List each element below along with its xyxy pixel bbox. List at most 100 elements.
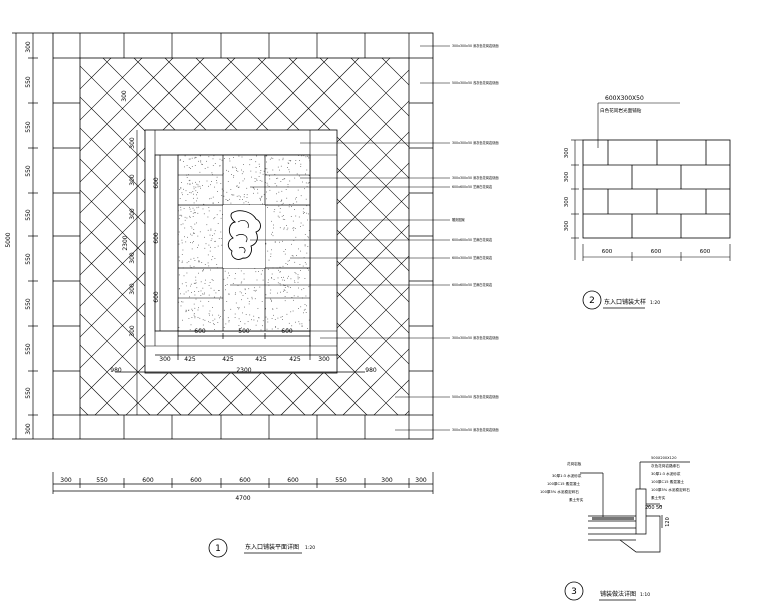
note-10: 500x300x50 浅灰色花岗岩烧面 xyxy=(452,394,499,399)
dim-inner2-0: 600 xyxy=(153,177,160,189)
detail-2-dim-left-1: 300 xyxy=(564,171,570,182)
diagonal-paving-pattern xyxy=(80,58,409,415)
dim-center-0: 300 xyxy=(159,356,171,363)
dim-inner-left-2: 300 xyxy=(129,208,136,220)
note-11: 300x300x50 深灰色花岗岩烧面 xyxy=(452,427,499,432)
dim-bottom-1: 550 xyxy=(96,477,108,484)
detail-3-left-note-4: 素土夯实 xyxy=(569,497,584,502)
note-7: 600x300x50 芝麻白花岗岩 xyxy=(452,255,493,260)
detail-3-right-note-1: 灰色花岗岩路缘石 xyxy=(651,463,680,468)
detail-3-right-note-2: 30厚1:3 水泥砂浆 xyxy=(651,471,681,476)
dim-center-1: 425 xyxy=(184,356,196,363)
dim-bottom-4: 600 xyxy=(239,477,251,484)
detail-2-scale: 1:20 xyxy=(650,300,660,306)
plan-leaders xyxy=(230,45,450,431)
detail-3-right-note-4: 100厚5% 水泥稳定碎石 xyxy=(651,487,690,492)
note-5: 雕刻图案 xyxy=(452,217,466,222)
dim-inner2-1: 600 xyxy=(153,232,160,244)
dim-left-4: 550 xyxy=(25,209,32,221)
detail-2-dim-left-2: 300 xyxy=(564,196,570,207)
detail-3-right-note-0: 500X200X120 xyxy=(651,456,677,460)
dim-inner-left-1: 300 xyxy=(129,174,136,186)
detail-3-left-note-3: 100厚5% 水泥稳定碎石 xyxy=(540,489,579,494)
dim-center-5: 300 xyxy=(318,356,330,363)
dim-bottom-3: 600 xyxy=(190,477,202,484)
detail-2-pattern xyxy=(571,102,731,261)
dim-center-4: 425 xyxy=(289,356,301,363)
dim-inner-left-5: 300 xyxy=(129,325,136,337)
detail-2-dim-left-0: 300 xyxy=(564,147,570,158)
dim-inner-left-0: 300 xyxy=(129,137,136,149)
detail-3-section xyxy=(580,461,690,553)
dim-total-height: 5000 xyxy=(5,232,12,247)
detail-3-title: 铺装做法详图 xyxy=(600,590,636,598)
detail-2-title: 东入口铺装大样 xyxy=(604,298,646,306)
note-1: 500x300x50 浅灰色花岗岩烧面 xyxy=(452,80,499,85)
detail-3-right-note-5: 素土夯实 xyxy=(651,495,666,500)
dim-side-left: 980 xyxy=(110,367,122,374)
detail-3-dim-0: 200 xyxy=(645,505,655,511)
dim-bottom-0: 300 xyxy=(60,477,72,484)
plan-notes: 300x300x50 深灰色花岗岩烧面 500x300x50 浅灰色花岗岩烧面 … xyxy=(452,43,499,432)
dim-bottom-8: 300 xyxy=(415,477,427,484)
dim-inner2-2: 600 xyxy=(153,291,160,303)
detail-3-title-block: 3 铺装做法详图 1:10 xyxy=(564,581,650,601)
dim-bottom-7: 300 xyxy=(381,477,393,484)
dim-left-9: 300 xyxy=(25,423,32,435)
detail-2-dim-bottom-2: 600 xyxy=(700,249,711,255)
dim-top-left: 300 xyxy=(121,90,128,102)
plan-title-number: 1 xyxy=(215,544,221,554)
dim-side-right: 980 xyxy=(365,367,377,374)
dim-left-0: 300 xyxy=(25,41,32,53)
dim-center-bottom-0: 600 xyxy=(194,328,206,335)
note-8: 600x600x50 芝麻白花岗岩 xyxy=(452,282,493,287)
dim-left-6: 550 xyxy=(25,298,32,310)
note-4: 600x600x50 芝麻白花岗岩 xyxy=(452,184,493,189)
plan-east-entrance xyxy=(52,32,434,440)
dim-left-2: 550 xyxy=(25,121,32,133)
detail-3-title-number: 3 xyxy=(571,587,577,597)
detail-3-scale: 1:10 xyxy=(640,592,650,598)
detail-3-left-note-0: 花岗岩板 xyxy=(567,461,582,466)
dim-center-2: 425 xyxy=(222,356,234,363)
dim-center-3: 425 xyxy=(255,356,267,363)
detail-2-text: 600X300X50 白色花岗岩光面铺贴 300 300 300 300 600… xyxy=(564,95,711,255)
dim-left-5: 550 xyxy=(25,253,32,265)
dim-inner-vertical: 2300 xyxy=(122,235,129,250)
plan-title-block: 1 东入口铺装平面详图 1:20 xyxy=(208,538,315,558)
note-6: 600x600x50 芝麻白花岗岩 xyxy=(452,237,493,242)
dim-inner-left-3: 300 xyxy=(129,252,136,264)
detail-2-title-block: 2 东入口铺装大样 1:20 xyxy=(582,290,660,310)
detail-3-right-note-3: 100厚C15 素混凝土 xyxy=(651,479,684,484)
inner-frame xyxy=(144,129,338,374)
plan-border-band xyxy=(79,57,410,416)
dim-bottom-5: 600 xyxy=(287,477,299,484)
detail-3-left-note-2: 100厚C15 素混凝土 xyxy=(547,481,580,486)
detail-2-material: 白色花岗岩光面铺贴 xyxy=(600,107,642,114)
detail-2-dim-bottom-1: 600 xyxy=(651,249,662,255)
carved-emblem xyxy=(223,205,265,268)
detail-3-dim-2: 120 xyxy=(665,517,671,527)
dim-left-3: 550 xyxy=(25,165,32,177)
dim-center-total: 2300 xyxy=(236,367,251,374)
dim-total-width: 4700 xyxy=(235,495,250,502)
detail-3-text: 花岗岩板 30厚1:3 水泥砂浆 100厚C15 素混凝土 100厚5% 水泥稳… xyxy=(540,456,690,527)
plan-scale: 1:20 xyxy=(305,545,315,551)
detail-2-dim-bottom-0: 600 xyxy=(602,249,613,255)
note-9: 300x300x50 深灰色花岗岩烧面 xyxy=(452,335,499,340)
plan-bottom-dimension xyxy=(12,32,434,494)
dim-bottom-6: 550 xyxy=(335,477,347,484)
detail-2-dim-left-3: 300 xyxy=(564,220,570,231)
dim-inner-left-4: 300 xyxy=(129,283,136,295)
dim-center-bottom-2: 600 xyxy=(281,328,293,335)
note-2: 300x300x50 深灰色花岗岩烧面 xyxy=(452,140,499,145)
note-0: 300x300x50 深灰色花岗岩烧面 xyxy=(452,43,499,48)
detail-2-title-number: 2 xyxy=(589,296,595,306)
plan-title: 东入口铺装平面详图 xyxy=(245,543,299,551)
dim-left-7: 550 xyxy=(25,343,32,355)
dim-left-1: 550 xyxy=(25,76,32,88)
dim-center-bottom-1: 500 xyxy=(238,328,250,335)
plan-dim-text: 300 550 600 600 600 600 550 300 300 4700… xyxy=(5,41,427,502)
detail-3-dim-1: 50 xyxy=(656,505,662,511)
